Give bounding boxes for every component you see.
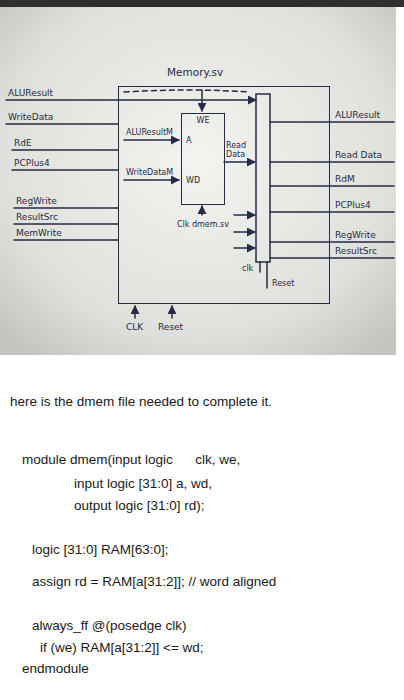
caption-text: here is the dmem file needed to complete…: [10, 394, 272, 410]
address-wire: [124, 139, 179, 141]
signal-name: ALUResultM: [126, 128, 173, 137]
module-box: WEAWDClk dmem.svMemory.sv: [118, 86, 330, 304]
input-wire: [6, 123, 118, 125]
code-line: input logic [31:0] a, wd,: [74, 476, 212, 492]
output-wire: [270, 257, 394, 259]
output-wire: [270, 161, 394, 163]
port-label: A: [186, 136, 191, 145]
code-line: assign rd = RAM[a[31:2]]; // word aligne…: [32, 574, 276, 590]
input-wire: [6, 99, 256, 101]
pipeline-register: [256, 94, 270, 262]
memory-block: WEAWDClk dmem.sv: [181, 113, 225, 205]
output-wire: [270, 185, 394, 187]
pipe-wire: [234, 231, 255, 233]
signal-name: WriteData: [8, 112, 53, 122]
signal-name: ResultSrc: [16, 212, 58, 222]
read-wire: [224, 161, 255, 163]
signal-name: RdE: [14, 138, 32, 148]
port-label: WD: [186, 176, 200, 185]
clock-wire: [201, 206, 203, 215]
signal-name: Reset: [272, 279, 294, 288]
dashed-sketch: [124, 90, 248, 92]
port-label: Clk dmem.sv: [177, 220, 229, 229]
board-ground: [0, 0, 396, 355]
pipe-wire: [234, 214, 255, 216]
input-wire: [14, 223, 118, 225]
signal-name: ALUResult: [335, 110, 380, 120]
signal-name: WriteDataM: [126, 168, 173, 177]
code-line: module dmem(input logic clk, we,: [22, 452, 240, 468]
clock-wire: [259, 262, 261, 272]
board-frame: [0, 0, 404, 7]
module-title: Memory.sv: [167, 66, 223, 78]
reset-wire: [266, 262, 268, 288]
code-line: output logic [31:0] rd);: [74, 498, 205, 514]
signal-name: RegWrite: [335, 230, 376, 240]
input-wire: [12, 169, 118, 171]
pipe-wire: [234, 247, 255, 249]
data-wire: [124, 179, 179, 181]
signal-name: clk: [242, 264, 253, 273]
code-line: always_ff @(posedge clk): [32, 618, 187, 634]
code-line: logic [31:0] RAM[63:0];: [32, 542, 169, 558]
signal-name: RegWrite: [16, 196, 57, 206]
code-line: endmodule: [22, 661, 89, 677]
signal-name: RdM: [335, 174, 355, 184]
input-wire: [14, 239, 118, 241]
input-wire: [12, 149, 118, 151]
clock-wire: [134, 306, 136, 318]
input-wire: [14, 207, 118, 209]
signal-name: Read Data: [335, 150, 382, 160]
reset-wire: [171, 306, 173, 318]
output-wire: [270, 241, 394, 243]
signal-name: ALUResult: [8, 88, 53, 98]
output-wire: [270, 121, 394, 123]
signal-name: ResultSrc: [335, 246, 377, 256]
signal-name: PCPlus4: [335, 200, 371, 210]
signal-name: PCPlus4: [14, 158, 50, 168]
port-label: WE: [197, 116, 210, 125]
signal-name: MemWrite: [16, 228, 62, 238]
signal-name: Reset: [158, 322, 183, 332]
we-wire: [201, 90, 203, 111]
code-line: if (we) RAM[a[31:2]] <= wd;: [40, 640, 204, 656]
signal-name: Read Data: [226, 142, 256, 160]
signal-name: CLK: [126, 322, 143, 332]
output-wire: [270, 211, 394, 213]
